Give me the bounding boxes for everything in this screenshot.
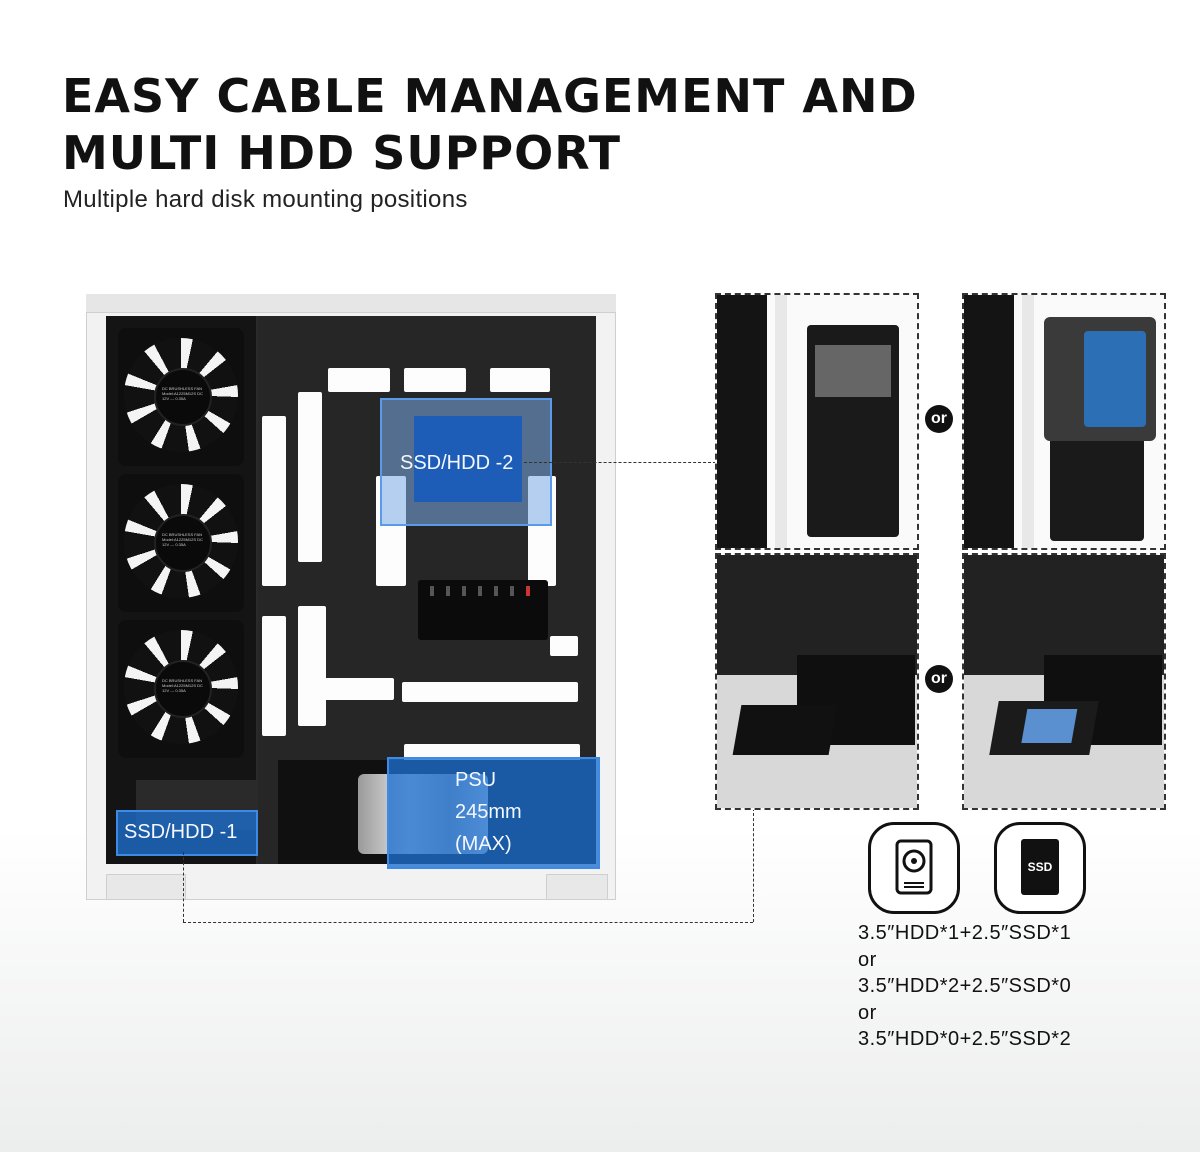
cable-cutout [404, 368, 466, 392]
cable-cutout [490, 368, 550, 392]
cable-cutout [262, 616, 286, 736]
leader-line-hdd-1-up [753, 808, 754, 922]
fan-3: DC BRUSHLESS FAN Model:A1225M12S DC 12V … [118, 620, 244, 758]
config-separator: or [858, 948, 877, 971]
panel-bottom-bay-ssd [715, 553, 919, 810]
page-title: EASY CABLE MANAGEMENT AND MULTI HDD SUPP… [62, 69, 918, 180]
config-option-3: 3.5″HDD*0+2.5″SSD*2 [858, 1028, 1072, 1050]
zone-label-psu-max: (MAX) [455, 833, 512, 855]
fan-hub-label: DC BRUSHLESS FAN Model:A1225M12S DC 12V … [162, 532, 203, 547]
zone-label-psu: PSU [455, 769, 497, 791]
or-badge-top: or [925, 405, 953, 433]
cable-cutout [328, 368, 390, 392]
config-separator: or [858, 1001, 877, 1024]
fan-column: DC BRUSHLESS FAN Model:A1225M12S DC 12V … [106, 316, 266, 864]
ssd-drive [815, 345, 891, 397]
leader-line-hdd-2 [524, 462, 716, 463]
hdd-drive [1044, 317, 1156, 441]
hdd-label [1021, 709, 1078, 743]
cable-cutout [298, 606, 326, 726]
fan-1: DC BRUSHLESS FAN Model:A1225M12S DC 12V … [118, 328, 244, 466]
fan-2: DC BRUSHLESS FAN Model:A1225M12S DC 12V … [118, 474, 244, 612]
or-badge-bottom: or [925, 665, 953, 693]
config-option-1: 3.5″HDD*1+2.5″SSD*1 [858, 922, 1072, 944]
pc-case-image: DC BRUSHLESS FAN Model:A1225M12S DC 12V … [86, 294, 616, 900]
zone-ssd-hdd-1: SSD/HDD -1 [116, 810, 258, 856]
fan-hub-label: DC BRUSHLESS FAN Model:A1225M12S DC 12V … [162, 678, 203, 693]
hdd-icon-graphic [895, 839, 933, 895]
cable-cutout [298, 392, 322, 562]
fan-hub: DC BRUSHLESS FAN Model:A1225M12S DC 12V … [154, 514, 212, 572]
cable-cutout [262, 416, 286, 586]
page-subtitle: Multiple hard disk mounting positions [63, 186, 468, 213]
ssd-icon-label: SSD [1021, 839, 1059, 895]
case-foot-left [106, 874, 186, 900]
cable-cutout [550, 636, 578, 656]
zone-psu: PSU 245mm (MAX) [387, 757, 600, 869]
fan-hub: DC BRUSHLESS FAN Model:A1225M12S DC 12V … [154, 368, 212, 426]
leader-line-hdd-1-across [183, 922, 753, 923]
ssd-tray [732, 705, 838, 755]
fan-hub: DC BRUSHLESS FAN Model:A1225M12S DC 12V … [154, 660, 212, 718]
case-top-bar [86, 294, 616, 313]
panel-ssd-bracket-empty [715, 293, 919, 550]
leader-line-hdd-1-down [183, 852, 184, 922]
zone-ssd-hdd-2: SSD/HDD -2 [380, 398, 552, 526]
panel-bottom-bay-hdd [962, 553, 1166, 810]
fan-hub-label: DC BRUSHLESS FAN Model:A1225M12S DC 12V … [162, 386, 203, 401]
ssd-icon: SSD [994, 822, 1086, 914]
zone-label-ssd-hdd-2: SSD/HDD -2 [400, 452, 514, 474]
hdd-icon [868, 822, 960, 914]
hdd-tray [989, 701, 1099, 755]
fan-hub-controller [418, 580, 548, 640]
hdd-label [1084, 331, 1146, 427]
config-option-2: 3.5″HDD*2+2.5″SSD*0 [858, 975, 1072, 997]
cable-cutout [402, 682, 578, 702]
panel-hdd-bracket-mounted [962, 293, 1166, 550]
cable-cutout [318, 678, 394, 700]
zone-label-psu-length: 245mm [455, 801, 522, 823]
hdd-config-list: 3.5″HDD*1+2.5″SSD*1 or 3.5″HDD*2+2.5″SSD… [858, 920, 1071, 1053]
zone-label-ssd-hdd-1: SSD/HDD -1 [124, 821, 238, 843]
case-foot-right [546, 874, 608, 900]
